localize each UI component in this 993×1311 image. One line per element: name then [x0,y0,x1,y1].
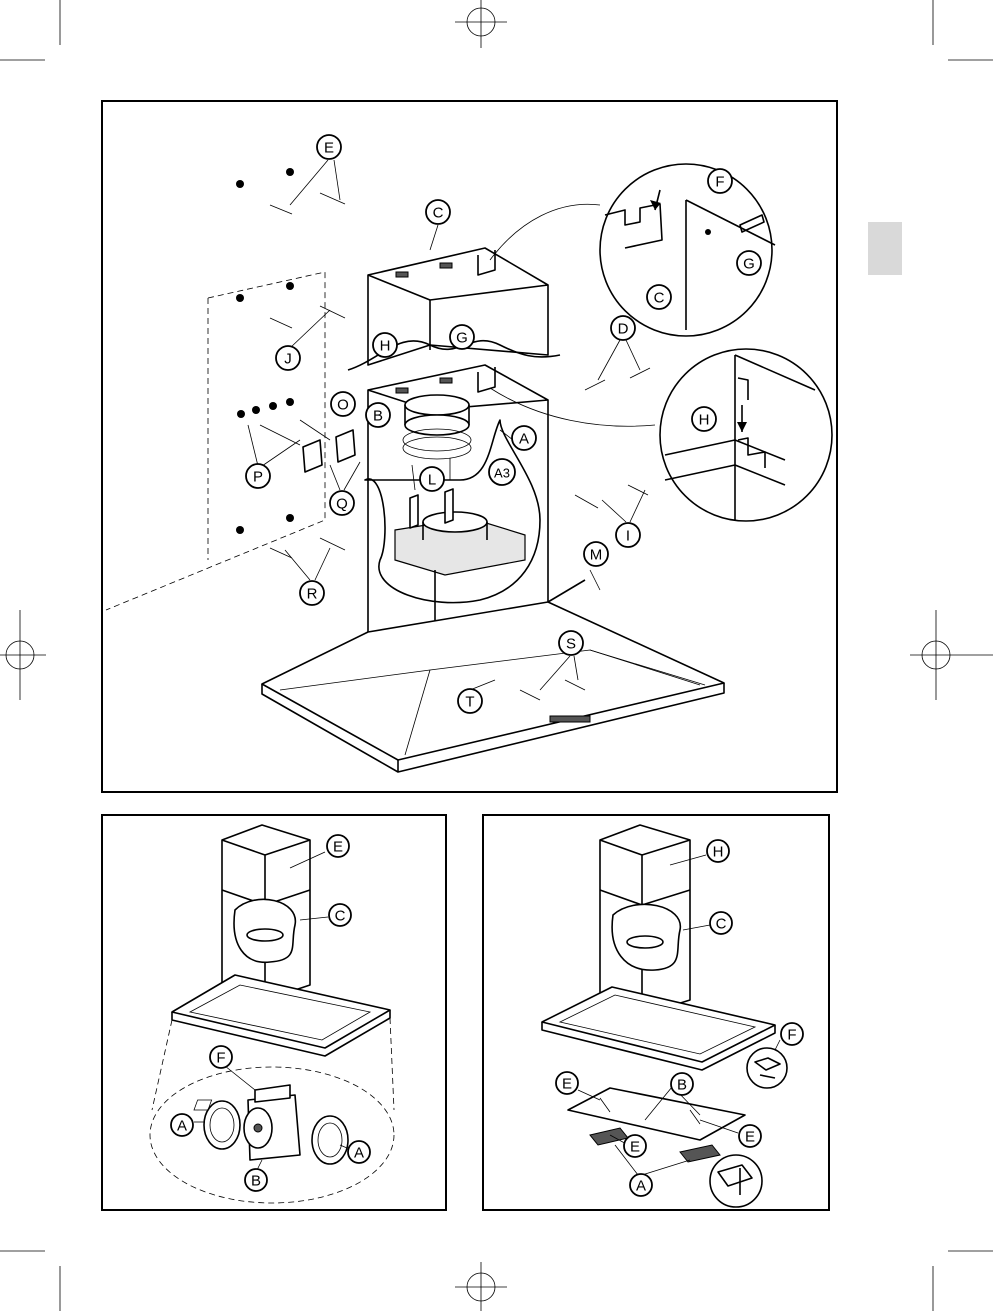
callout-A-left: A [171,1114,193,1136]
svg-text:A: A [636,1178,646,1195]
svg-text:F: F [216,1050,225,1067]
detail-chimney-joint [660,349,832,521]
charcoal-filter-left [204,1101,240,1149]
svg-text:L: L [428,472,436,489]
callout-O: O [331,392,355,416]
callout-B: B [245,1169,267,1191]
svg-text:C: C [716,916,727,933]
callout-A-right: A [348,1141,370,1163]
svg-text:E: E [562,1076,572,1093]
callout-C: C [329,904,351,926]
svg-text:G: G [456,330,468,347]
svg-text:F: F [715,174,724,191]
callout-E-left: E [556,1072,578,1094]
svg-text:E: E [333,839,343,856]
callout-E-middle: E [624,1135,646,1157]
callout-G-main: G [450,325,474,349]
svg-text:G: G [743,256,755,273]
charcoal-filter-right [312,1116,348,1164]
svg-text:R: R [307,586,318,603]
callout-B: B [671,1073,693,1095]
svg-text:D: D [618,321,629,338]
callout-H: H [373,333,397,357]
svg-text:E: E [324,140,334,157]
svg-text:H: H [713,844,724,861]
callout-J: J [276,346,300,370]
svg-text:E: E [630,1139,640,1156]
callout-L: L [420,467,444,491]
detail-bracket-fixing [600,164,775,336]
svg-text:B: B [677,1077,687,1094]
callout-E: E [317,135,341,159]
callout-C: C [426,200,450,224]
svg-text:M: M [590,547,603,564]
svg-text:A: A [519,431,529,448]
svg-text:B: B [251,1173,261,1190]
svg-text:T: T [465,694,474,711]
callout-S: S [559,631,583,655]
page-tab-marker [868,222,902,275]
callout-Q: Q [330,491,354,515]
svg-text:H: H [699,412,710,429]
callout-A: A [630,1174,652,1196]
fan-motor [244,1085,300,1160]
callout-C-detail: C [647,285,671,309]
callout-H: H [707,840,729,862]
callout-D: D [611,316,635,340]
svg-text:F: F [787,1027,796,1044]
svg-text:E: E [745,1129,755,1146]
svg-text:P: P [253,469,263,486]
svg-text:S: S [566,636,576,653]
svg-text:O: O [337,397,349,414]
callout-T: T [458,689,482,713]
svg-text:I: I [626,528,630,545]
svg-text:B: B [373,408,383,425]
callout-F: F [708,169,732,193]
svg-text:C: C [433,205,444,222]
svg-text:A3: A3 [494,466,510,481]
callout-A: A [512,426,536,450]
svg-text:A: A [354,1145,364,1162]
callout-P: P [246,464,270,488]
recirculation-fan-view: E C F A A B [102,815,446,1210]
main-exploded-view: E C F G C G H J D H O B A P L A3 Q I M R… [102,101,837,792]
svg-text:Q: Q [336,496,348,513]
callout-H-detail: H [692,407,716,431]
callout-F: F [781,1023,803,1045]
svg-text:J: J [284,351,292,368]
callout-G: G [737,251,761,275]
callout-M: M [584,542,608,566]
callout-C: C [710,912,732,934]
callout-F: F [210,1046,232,1068]
callout-B: B [366,403,390,427]
callout-A3: A3 [489,459,515,485]
svg-text:A: A [177,1118,187,1135]
callout-E: E [327,835,349,857]
callout-R: R [300,581,324,605]
svg-text:C: C [654,290,665,307]
callout-I: I [616,523,640,547]
svg-text:H: H [380,338,391,355]
svg-text:C: C [335,908,346,925]
callout-E-right: E [739,1125,761,1147]
